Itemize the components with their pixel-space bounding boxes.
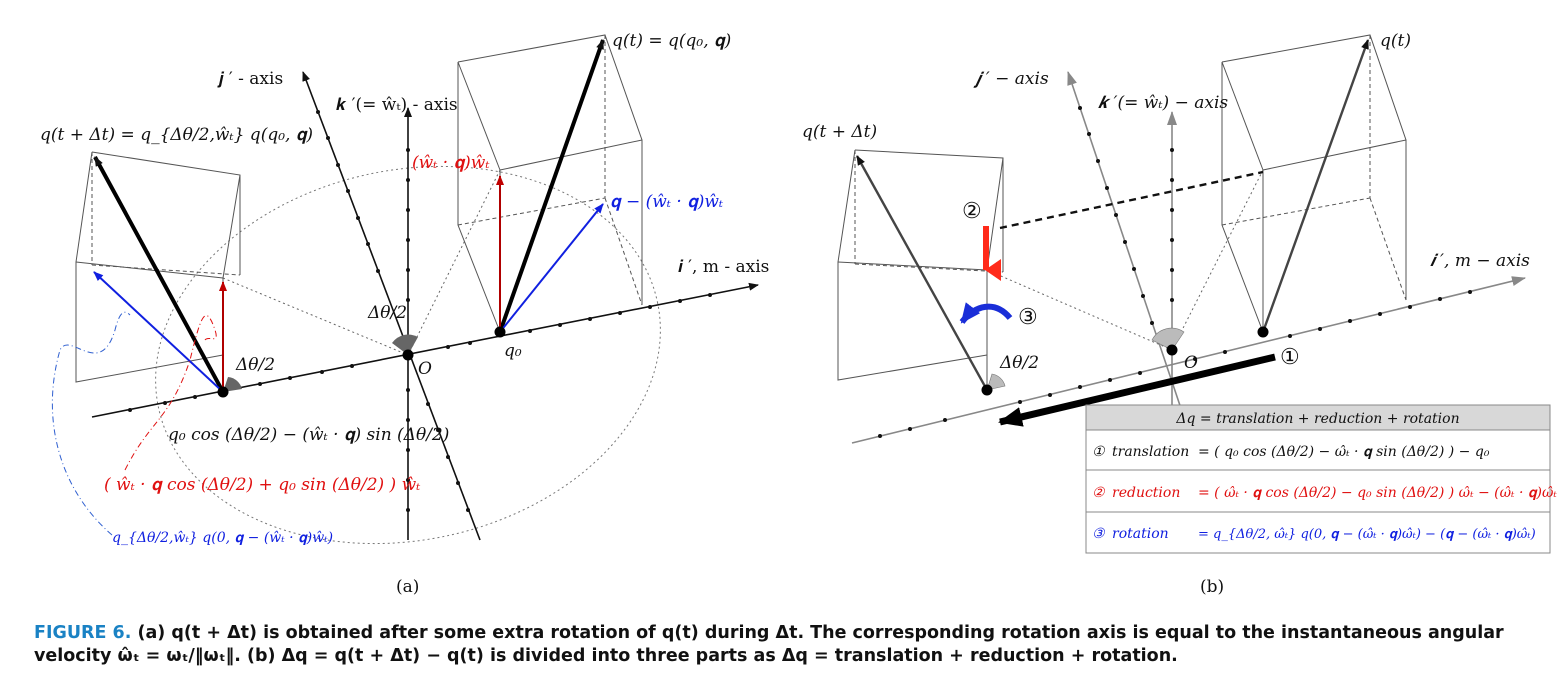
b-qdt-base-point [981, 384, 993, 396]
label-angle-left: Δθ/2 [235, 355, 275, 375]
figure-tag: FIGURE 6. [34, 623, 132, 643]
rotated-perp-vector [93, 271, 224, 393]
red-dashdot-curve [124, 315, 217, 471]
b-qt-vector [1261, 39, 1370, 333]
translation-arrow [998, 353, 1276, 427]
label-red-expr: ( ŵₜ · 𝐪 cos (Δθ/2) + q₀ sin (Δθ/2) ) ŵₜ [104, 475, 421, 495]
table-row-3-name: rotation [1112, 526, 1169, 542]
box-qt [457, 34, 643, 333]
box-qdt [75, 151, 241, 392]
label-angle-mid: Δθ/2 [367, 303, 407, 323]
j-axis-ticks [316, 110, 470, 512]
angle-wedge-left [223, 377, 242, 392]
label-j-axis: 𝒋 ′ - axis [217, 69, 283, 89]
b-i-axis-ticks [878, 290, 1472, 438]
b-q0-point [1257, 326, 1269, 338]
angle-wedge-mid [392, 334, 418, 355]
table-row-3-num: ③ [1092, 526, 1106, 542]
mark-reduction: ② [962, 199, 982, 224]
label-scalar-expr: q₀ cos (Δθ/2) − (ŵₜ · 𝐪) sin (Δθ/2) [168, 425, 449, 445]
label-k-axis: 𝒌 ′(= ŵₜ) - axis [336, 95, 458, 115]
table-header-bg [1085, 404, 1551, 431]
table-row-3-eq: = q_{Δθ/2, ω̂ₜ} q(0, 𝐪 − (ω̂ₜ · 𝐪)ω̂ₜ) −… [1198, 527, 1536, 542]
k-axis-ticks [406, 148, 410, 512]
rotation-arrow [959, 302, 1013, 324]
caption-text: (a) q(t + Δt) is obtained after some ext… [34, 623, 1504, 666]
panel-b: q(t) 𝒋 ′ − axis 𝒌 ′(= ŵₜ) − axis q(t + Δ… [802, 31, 1557, 597]
b-label-qt: q(t) [1380, 31, 1411, 51]
b-label-j-axis: 𝒋 ′ − axis [973, 69, 1049, 89]
sublabel-a: (a) [396, 577, 419, 597]
guide-lines [222, 169, 501, 356]
i-axis-line [91, 282, 759, 418]
mark-translation: ① [1280, 345, 1300, 370]
label-red-proj: (ŵₜ · 𝐪)ŵₜ [412, 153, 490, 173]
origin-point [402, 349, 414, 361]
b-guide-lines [986, 169, 1264, 351]
table-row-1-num: ① [1092, 444, 1106, 460]
b-i-axis-line [851, 276, 1526, 444]
label-qt: q(t) = q(q₀, 𝐪) [612, 31, 731, 51]
b-angle-wedge-mid [1151, 327, 1185, 351]
b-box-qt [1221, 34, 1407, 333]
label-qdt: q(t + Δt) = q_{Δθ/2,ŵₜ} q(q₀, 𝐪) [40, 125, 313, 145]
mark-rotation: ③ [1018, 305, 1038, 330]
label-blue-expr: q_{Δθ/2,ŵₜ} q(0, 𝐪 − (ŵₜ · 𝐪)ŵₜ) [112, 530, 333, 546]
b-angle-wedge-left [986, 373, 1006, 391]
b-label-k-axis: 𝒌 ′(= ŵₜ) − axis [1098, 93, 1228, 113]
table-row-2-num: ② [1092, 485, 1106, 501]
table-row-2-name: reduction [1112, 485, 1180, 501]
j-axis-line [302, 71, 481, 541]
b-qdt-vector [855, 155, 989, 391]
rotation-ellipse [155, 165, 661, 545]
perpendicular-vector [499, 203, 604, 333]
table-row-2-eq: = ( ω̂ₜ · 𝐪 cos (Δθ/2) − q₀ sin (Δθ/2) )… [1198, 485, 1557, 501]
b-origin-point [1166, 344, 1178, 356]
blue-dashdot-curve [51, 311, 131, 536]
i-axis-ticks [128, 293, 712, 412]
qdt-base-point [217, 386, 229, 398]
decomposition-table: Δq = translation + reduction + rotation … [1085, 404, 1557, 554]
table-row-1-name: translation [1112, 444, 1189, 460]
label-blue-perp: 𝐪 − (ŵₜ · 𝐪)ŵₜ [610, 192, 724, 212]
b-label-origin: O [1184, 353, 1198, 373]
q0-point [494, 326, 506, 338]
figure-caption: FIGURE 6. (a) q(t + Δt) is obtained afte… [34, 622, 1544, 668]
panel-a: q(t) = q(q₀, 𝐪) 𝒋 ′ - axis 𝒌 ′(= ŵₜ) - a… [40, 31, 769, 597]
qdt-vector [93, 156, 225, 393]
label-i-axis: 𝒊 ′, m - axis [678, 257, 769, 277]
qt-vector [498, 39, 605, 333]
sublabel-b: (b) [1200, 577, 1224, 597]
b-label-i-axis: 𝒊 ′, m − axis [1430, 251, 1530, 271]
b-label-angle: Δθ/2 [999, 353, 1039, 373]
label-origin: O [418, 359, 432, 379]
label-q0: q₀ [504, 341, 522, 361]
b-label-qdt: q(t + Δt) [802, 122, 877, 142]
b-box-qdt [837, 149, 1004, 390]
b-j-axis-ticks [1078, 106, 1154, 325]
table-row-1-eq: = ( q₀ cos (Δθ/2) − ω̂ₜ · 𝐪 sin (Δθ/2) )… [1198, 444, 1490, 460]
b-dashed-connector [999, 170, 1264, 230]
table-header: Δq = translation + reduction + rotation [1175, 411, 1459, 427]
